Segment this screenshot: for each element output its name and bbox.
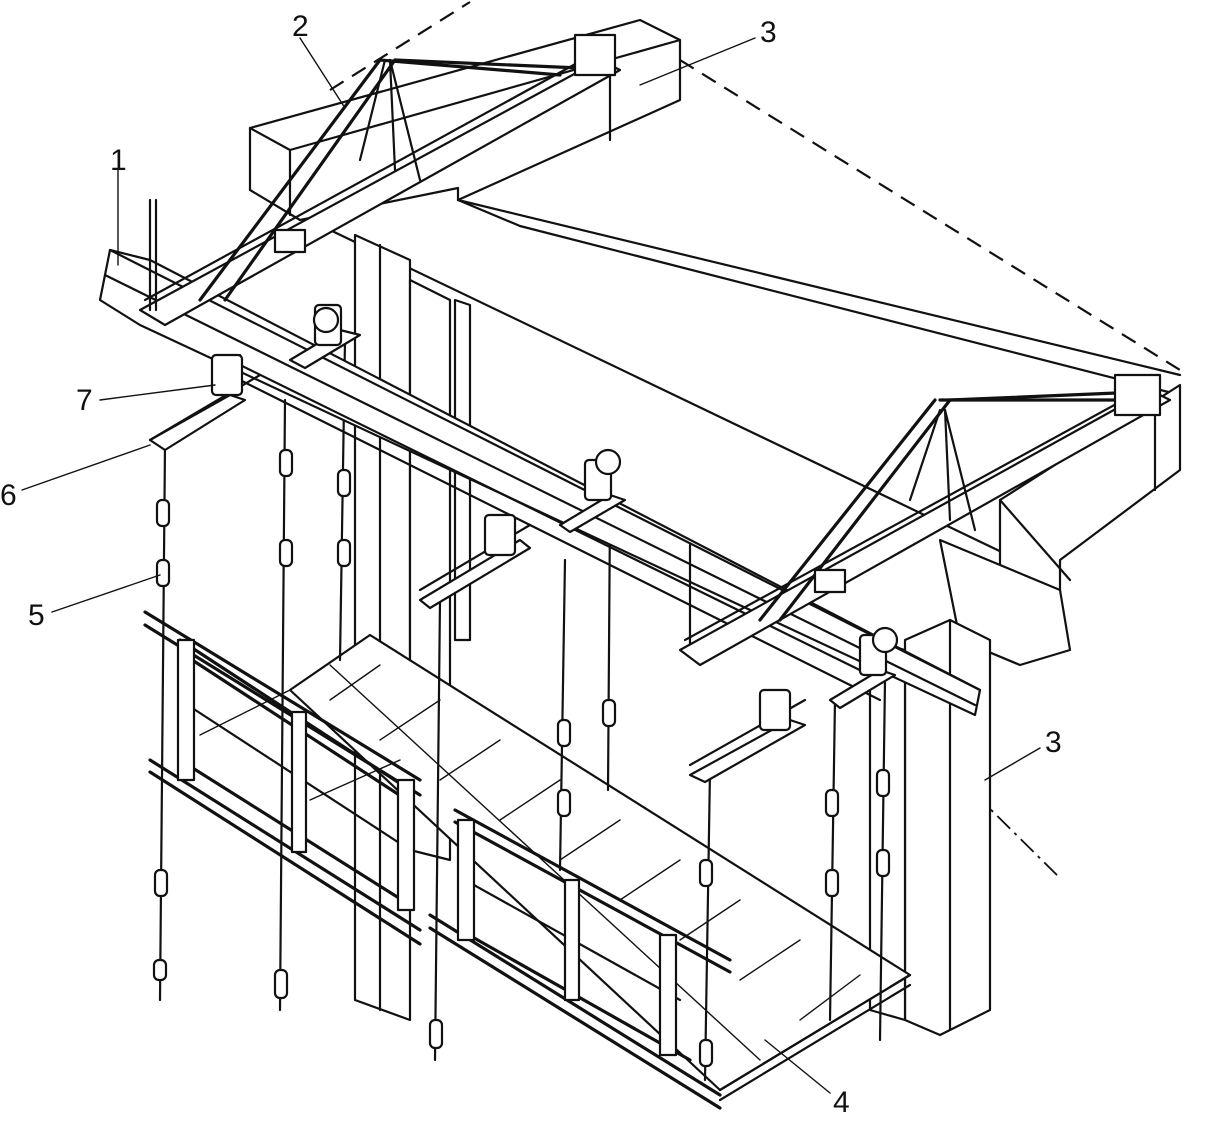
label-3-right: 3 <box>1045 726 1062 759</box>
label-7: 7 <box>76 384 93 417</box>
label-3-top: 3 <box>760 16 777 49</box>
callout-labels: 2 3 1 7 6 5 3 4 <box>0 10 1062 1119</box>
truss-outrigger-far <box>678 373 1172 667</box>
main-track-beam <box>98 248 982 717</box>
chain-links <box>152 448 891 1068</box>
hanging-chains <box>152 338 891 1082</box>
cross-rails <box>148 328 897 784</box>
trolleys <box>210 303 899 732</box>
truss-outrigger-near <box>138 33 622 327</box>
label-1: 1 <box>110 144 127 177</box>
guard-railing-right <box>428 808 732 1110</box>
guard-railing-left <box>143 610 422 946</box>
leader-lines <box>21 37 1041 1094</box>
label-6: 6 <box>0 479 17 512</box>
label-4: 4 <box>833 1086 850 1119</box>
label-5: 5 <box>28 599 45 632</box>
label-2: 2 <box>292 10 309 43</box>
